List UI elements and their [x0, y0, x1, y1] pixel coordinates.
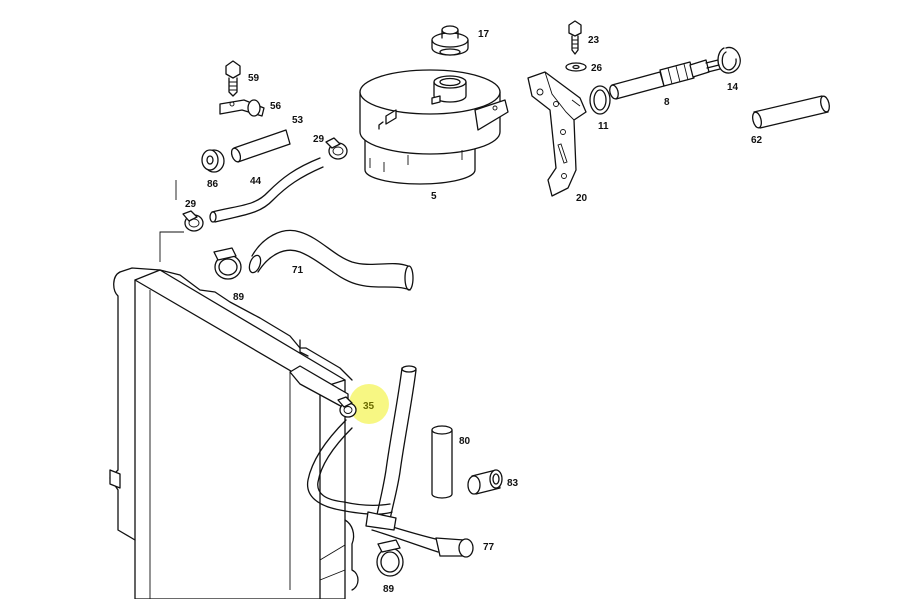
part-59-screw[interactable] — [225, 60, 241, 97]
part-5-expansion-tank[interactable] — [359, 69, 509, 185]
label-71: 71 — [292, 265, 304, 276]
label-44: 44 — [250, 176, 262, 187]
label-11: 11 — [598, 121, 609, 132]
part-35-clamp[interactable] — [337, 396, 357, 418]
part-44-hose[interactable] — [209, 157, 324, 223]
part-29-clamp-lower[interactable] — [182, 210, 204, 232]
part-80-tube[interactable] — [431, 425, 453, 499]
label-29-upper: 29 — [313, 134, 325, 145]
part-56-bracket[interactable] — [219, 99, 265, 117]
label-26: 26 — [591, 63, 603, 74]
part-11-seal-ring[interactable] — [589, 85, 611, 115]
label-8: 8 — [664, 97, 670, 108]
part-77-pipe[interactable] — [365, 511, 474, 558]
part-83-bushing[interactable] — [467, 469, 503, 495]
part-23-screw[interactable] — [568, 20, 582, 55]
part-29-clamp-upper[interactable] — [325, 137, 348, 160]
label-5: 5 — [431, 191, 437, 202]
label-14: 14 — [727, 82, 739, 93]
label-23: 23 — [588, 35, 600, 46]
label-86: 86 — [207, 179, 219, 190]
label-83: 83 — [507, 478, 519, 489]
part-86-grommet[interactable] — [201, 149, 225, 173]
label-53: 53 — [292, 115, 304, 126]
label-77: 77 — [483, 542, 495, 553]
part-89-clamp-upper[interactable] — [213, 247, 242, 280]
part-62-hose[interactable] — [751, 95, 831, 129]
label-80: 80 — [459, 436, 471, 447]
part-71-upper-hose[interactable] — [247, 229, 414, 291]
part-8-sensor[interactable] — [608, 59, 721, 100]
label-59: 59 — [248, 73, 260, 84]
part-17-cap[interactable] — [431, 25, 469, 56]
part-89-clamp-lower[interactable] — [376, 539, 404, 577]
label-62: 62 — [751, 135, 763, 146]
label-29-lower: 29 — [185, 199, 197, 210]
label-56: 56 — [270, 101, 282, 112]
part-20-bracket-plate[interactable] — [527, 71, 587, 197]
radiator[interactable] — [109, 267, 359, 599]
label-20: 20 — [576, 193, 588, 204]
label-17: 17 — [478, 29, 490, 40]
part-53-sleeve[interactable] — [230, 129, 291, 163]
part-14-circlip[interactable] — [717, 46, 741, 74]
label-35: 35 — [363, 401, 375, 412]
highlight-marker-35[interactable] — [349, 384, 389, 424]
label-89-lower: 89 — [383, 584, 395, 595]
leader-lines — [159, 180, 184, 262]
part-26-washer[interactable] — [565, 62, 587, 72]
lower-hose[interactable] — [375, 365, 417, 521]
label-89-upper: 89 — [233, 292, 245, 303]
